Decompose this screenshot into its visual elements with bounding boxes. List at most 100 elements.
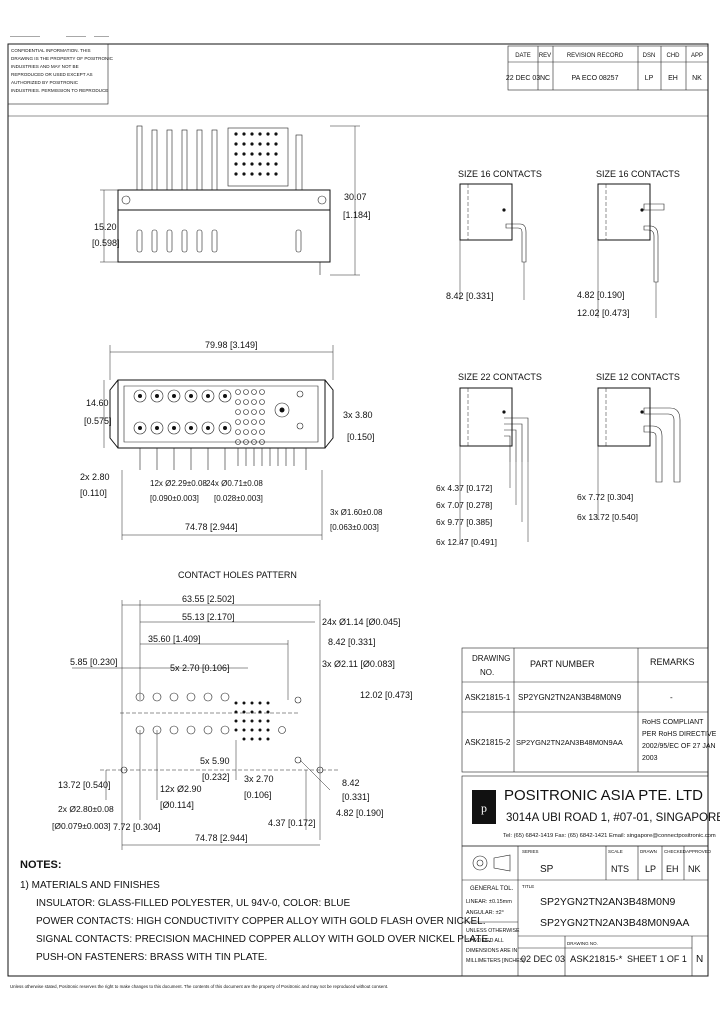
front-overall: 74.78 [2.944]: [185, 522, 238, 532]
drawing-border: [7, 43, 709, 977]
unless-line: DIMENSIONS ARE IN: [466, 948, 518, 954]
hole-d10: 13.72 [0.540]: [58, 780, 111, 790]
title-line1: SP2YGN2TN2AN3B48M0N9: [540, 896, 676, 908]
contact-4-dim1: 6x 7.72 [0.304]: [577, 492, 633, 502]
rev-header-chd: CHD: [667, 53, 681, 59]
side-body-in: [0.598]: [92, 238, 120, 248]
title-rev: N: [696, 954, 703, 965]
rev-dsn: LP: [645, 75, 654, 82]
side-view: 30.07 [1.184] 15.20 [0.598]: [92, 125, 371, 276]
front-power-pitch: 12x Ø2.29±0.08: [150, 479, 207, 488]
rev-header-record: REVISION RECORD: [567, 53, 624, 59]
title-line2: SP2YGN2TN2AN3B48M0N9AA: [540, 917, 689, 929]
notice-line: REPRODUCED OR USED EXCEPT AS: [11, 72, 93, 77]
notes-heading: NOTES:: [20, 859, 62, 871]
rev-date: 22 DEC 03: [506, 75, 540, 82]
company-name: POSITRONIC ASIA PTE. LTD: [504, 787, 703, 804]
notes-line: POWER CONTACTS: HIGH CONDUCTIVITY COPPER…: [36, 916, 486, 927]
hole-d1: 63.55 [2.502]: [182, 594, 235, 604]
contact-3-dim3: 6x 9.77 [0.385]: [436, 517, 492, 527]
hole-d14b: [0.232]: [202, 772, 230, 782]
parts-header-drawing: DRAWING: [472, 654, 510, 663]
rev-record: PA ECO 08257: [572, 75, 619, 82]
contact-4-dim2: 6x 13.72 [0.540]: [577, 512, 638, 522]
parts-row2-remark-line: RoHS COMPLIANT: [642, 719, 704, 726]
scale-label: SCALE: [608, 849, 623, 854]
title-block: SERIES SP SCALE NTS DRAWN LP CHECKED EH …: [461, 845, 712, 977]
contact-2-dim2: 12.02 [0.473]: [577, 308, 630, 318]
contact-label-2: SIZE 16 CONTACTS: [596, 169, 680, 179]
title-label: TITLE: [522, 884, 534, 889]
tol-angular: ANGULAR: ±2°: [466, 910, 504, 916]
parts-row2-remark-line: 2002/95/EC OF 27 JAN: [642, 743, 716, 750]
front-right-in: [0.150]: [347, 432, 375, 442]
hole-d16: 4.37 [0.172]: [268, 818, 316, 828]
notes-line: SIGNAL CONTACTS: PRECISION MACHINED COPP…: [36, 934, 491, 945]
parts-row1-drawing: ASK21815-1: [465, 693, 511, 702]
drawing-no-label: DRAWING NO.: [567, 941, 598, 946]
company-logo-mark: p: [481, 801, 487, 815]
contact-1-dim: 8.42 [0.331]: [446, 291, 494, 301]
hole-d19: 74.78 [2.944]: [195, 833, 248, 843]
hole-d15: 3x 2.70: [244, 774, 274, 784]
front-rows-mm: 2x 2.80: [80, 472, 110, 482]
contact-holes-pattern: CONTACT HOLES PATTERN 63.55 [2.502] 55.1…: [52, 570, 413, 850]
front-height-mm: 14.60: [86, 398, 109, 408]
top-tag-1: ——————: [10, 34, 40, 40]
contact-view-2: SIZE 16 CONTACTS 4.82 [0.190] 12.02 [0.4…: [577, 169, 680, 318]
footer-disclaimer: Unless otherwise stated, Positronic rese…: [10, 984, 388, 989]
notice-line: AUTHORIZED BY POSITRONIC: [11, 80, 79, 85]
drawn-value: LP: [645, 864, 656, 874]
front-rows-in: [0.110]: [80, 488, 107, 498]
company-address: 3014A UBI ROAD 1, #07-01, SINGAPORE 4087…: [506, 812, 720, 824]
rev-header-date: DATE: [515, 53, 531, 59]
front-fixing-mm: 3x Ø1.60±0.08: [330, 508, 383, 517]
contact-view-3: SIZE 22 CONTACTS 6x 4.37 [0.172] 6x 7.07…: [436, 372, 542, 547]
front-width: 79.98 [3.149]: [205, 340, 258, 350]
parts-header-drawing-no: NO.: [480, 668, 494, 677]
projection-symbol-icon: [472, 855, 488, 871]
parts-row1-part: SP2YGN2TN2AN3B48M0N9: [518, 693, 622, 702]
front-signal-pitch: 24x Ø0.71±0.08: [206, 479, 263, 488]
hole-d11: 2x Ø2.80±0.08: [58, 804, 114, 814]
notes-line: PUSH-ON FASTENERS: BRASS WITH TIN PLATE.: [36, 952, 267, 963]
series-label: SERIES: [522, 849, 539, 854]
contact-label-4: SIZE 12 CONTACTS: [596, 372, 680, 382]
approved-label: APPROVED: [686, 849, 712, 854]
parts-table: DRAWING NO. PART NUMBER REMARKS ASK21815…: [461, 647, 717, 773]
contact-view-1: SIZE 16 CONTACTS 8.42 [0.331]: [446, 169, 542, 301]
hole-d6: 24x Ø1.14 [Ø0.045]: [322, 617, 401, 627]
parts-header-part: PART NUMBER: [530, 659, 595, 669]
contact-view-4: SIZE 12 CONTACTS 6x 7.72 [0.304] 6x 13.7…: [577, 372, 681, 522]
rev-rev: NC: [540, 75, 550, 82]
front-signal-pitch-in: [0.028±0.003]: [214, 494, 263, 503]
hole-d17b: [0.331]: [342, 792, 370, 802]
parts-row2-remark-line: 2003: [642, 755, 658, 762]
notes-line: 1) MATERIALS AND FINISHES: [20, 880, 160, 891]
scale-value: NTS: [611, 864, 629, 874]
unless-line: UNLESS OTHERWISE: [466, 928, 520, 934]
title-date: 02 DEC 03: [521, 954, 565, 964]
revision-block: DATE REV REVISION RECORD DSN CHD APP 22 …: [506, 45, 709, 91]
hole-d4: 5.85 [0.230]: [70, 657, 118, 667]
front-right-mm: 3x 3.80: [343, 410, 373, 420]
parts-row2-drawing: ASK21815-2: [465, 738, 511, 747]
contact-2-dim1: 4.82 [0.190]: [577, 290, 625, 300]
company-contact: Tel: (65) 6842-1419 Fax: (65) 6842-1421 …: [503, 833, 716, 839]
checked-value: EH: [666, 864, 679, 874]
hole-d11b: [Ø0.079±0.003]: [52, 821, 111, 831]
tol-linear: LINEAR: ±0.15mm: [466, 899, 512, 905]
top-tag-2: ————: [66, 34, 86, 40]
hole-d14: 5x 5.90: [200, 756, 230, 766]
checked-label: CHECKED: [664, 849, 687, 854]
general-tol-label: GENERAL TOL.: [470, 886, 514, 892]
drawing-no: ASK21815-*: [570, 954, 623, 965]
rev-header-rev: REV: [539, 53, 551, 59]
hole-d13b: [Ø0.114]: [160, 800, 194, 810]
notice-line: DRAWING IS THE PROPERTY OF POSITRONIC: [11, 56, 114, 61]
unless-line: MILLIMETERS [INCHES]: [466, 958, 525, 964]
notice-line: CONFIDENTIAL INFORMATION. THIS: [11, 48, 91, 53]
rev-chd: EH: [668, 75, 678, 82]
front-power-pitch-in: [0.090±0.003]: [150, 494, 199, 503]
